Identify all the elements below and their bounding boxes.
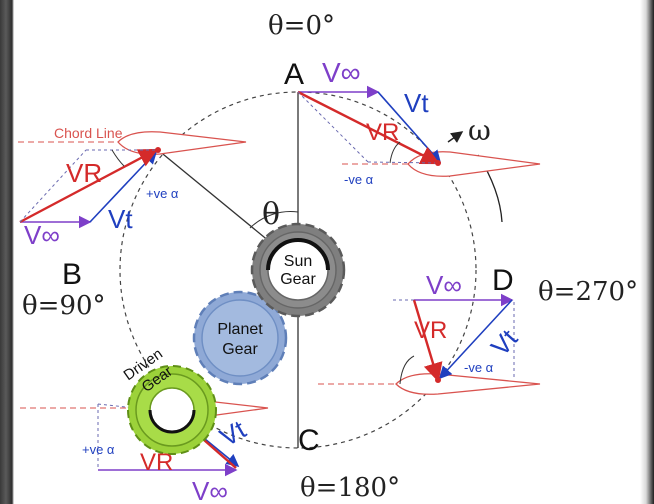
planet-gear-word-1: Planet	[217, 321, 263, 338]
label-theta: θ	[262, 197, 280, 232]
sun-gear-word-1: Sun	[284, 253, 312, 270]
label-v-inf-b: V∞	[24, 220, 60, 250]
dashed-a-1	[297, 91, 369, 163]
theta-arc	[249, 211, 299, 229]
sun-gear	[250, 222, 346, 318]
blade-point-a	[435, 160, 441, 166]
v-r-arrow-d	[412, 299, 443, 383]
label-v-t-c: Vt	[215, 414, 252, 453]
label-pos-alpha-c: +ve α	[82, 442, 115, 457]
label-v-r-d: VR	[414, 317, 447, 344]
label-theta-270: θ=270°	[538, 277, 638, 307]
planet-gear	[192, 290, 288, 386]
planet-gear-word-2: Gear	[222, 341, 258, 358]
blade-point-d	[435, 377, 441, 383]
label-v-t-a: Vt	[404, 88, 429, 118]
label-theta-90: θ=90°	[22, 291, 106, 321]
label-theta-0: θ=0°	[268, 11, 335, 41]
driven-gear	[127, 365, 217, 455]
label-v-r-a: VR	[366, 119, 399, 146]
blade-point-b	[155, 147, 161, 153]
label-pos-alpha-b: +ve α	[146, 186, 179, 201]
label-C: C	[298, 424, 320, 457]
airfoil-d	[395, 373, 541, 395]
label-theta-180: θ=180°	[300, 473, 400, 503]
label-v-r-b: VR	[66, 158, 102, 188]
label-B: B	[62, 258, 82, 291]
airfoil-b	[117, 131, 247, 155]
sun-gear-word-2: Gear	[280, 271, 316, 288]
label-omega: ω	[468, 114, 491, 147]
v-t-arrow-d	[438, 299, 513, 380]
v-r-arrow-a	[297, 90, 441, 165]
label-v-t-b: Vt	[108, 204, 133, 234]
label-v-r-c: VR	[140, 449, 173, 476]
alpha-arc-d	[399, 355, 415, 385]
label-v-inf-d: V∞	[426, 270, 462, 300]
orbit-circle	[119, 91, 477, 449]
dashed-b-1	[19, 149, 87, 223]
airfoil-a	[407, 151, 541, 177]
omega-tick	[447, 131, 464, 143]
alpha-arc-a	[389, 141, 401, 164]
label-neg-alpha-d: -ve α	[464, 360, 494, 375]
v-r-arrow-b	[19, 148, 159, 224]
label-chord-line: Chord Line	[54, 125, 123, 141]
label-neg-alpha-a: -ve α	[344, 172, 374, 187]
label-A: A	[284, 58, 304, 91]
label-v-inf-c: V∞	[192, 476, 228, 504]
label-v-t-d: Vt	[485, 323, 524, 362]
label-D: D	[492, 264, 514, 297]
label-v-inf-a: V∞	[322, 57, 361, 88]
alpha-arc-b	[111, 149, 125, 167]
